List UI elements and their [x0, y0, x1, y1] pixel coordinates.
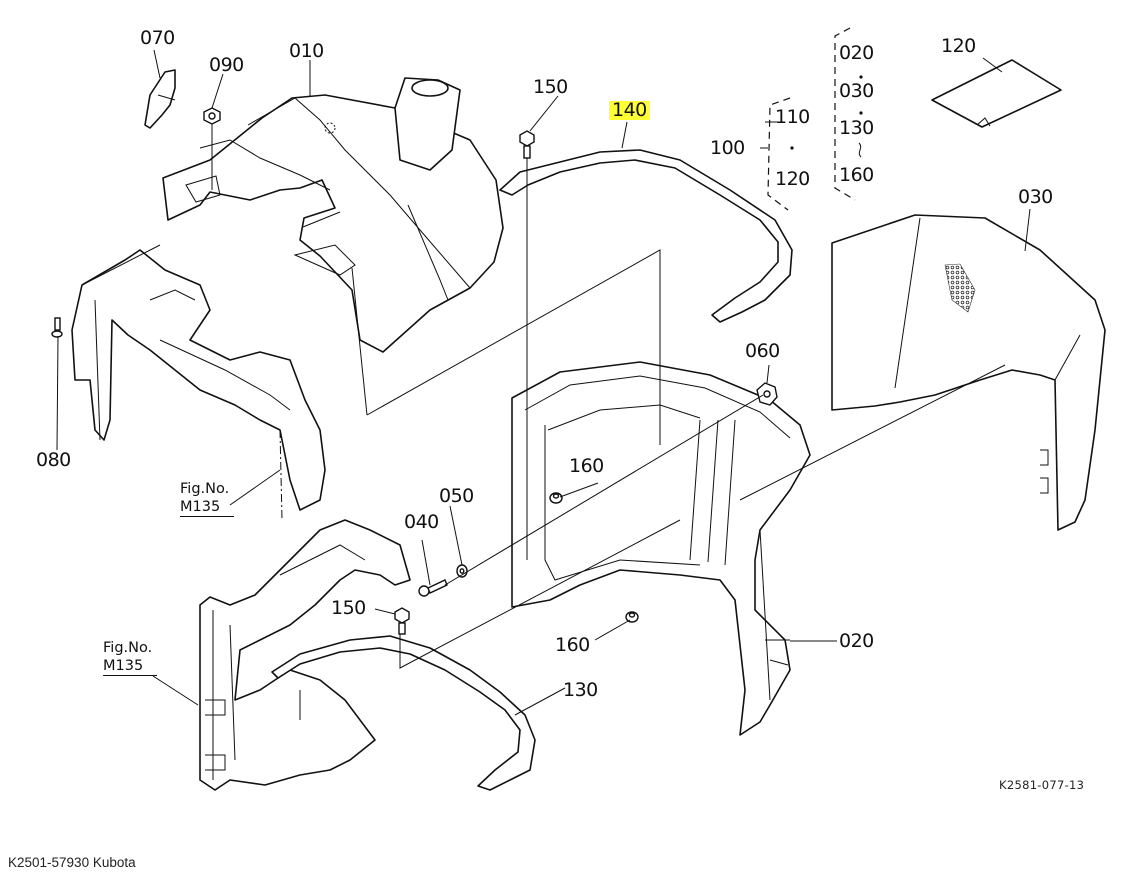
- assembly-group-brackets: [767, 27, 863, 211]
- callout-130: 130: [563, 679, 598, 701]
- part-160-grommet-upper: [549, 492, 563, 504]
- callout-100: 100: [710, 137, 745, 159]
- callout-120-group: 120: [775, 168, 810, 190]
- part-090-nut: [203, 107, 221, 125]
- part-010-top-cover: [162, 77, 504, 353]
- callout-070: 070: [140, 27, 175, 49]
- callout-020: 020: [839, 630, 874, 652]
- figure-reference-upper[interactable]: Fig.No. M135: [180, 480, 235, 518]
- callout-140-highlighted: 140: [609, 101, 650, 120]
- part-030-side-panel: [831, 214, 1106, 531]
- part-140-upper-rail: [499, 149, 793, 323]
- callout-160-upper: 160: [569, 455, 604, 477]
- callout-040: 040: [404, 511, 439, 533]
- part-130-lower-rail: [271, 635, 536, 791]
- drawing-number: K2581-077-13: [999, 778, 1085, 792]
- callout-050: 050: [439, 485, 474, 507]
- part-040-screw: [418, 579, 448, 597]
- group-child-130: 130: [839, 117, 874, 139]
- figure-reference-lower[interactable]: Fig.No. M135: [103, 639, 158, 677]
- callout-160-lower: 160: [555, 634, 590, 656]
- callout-080: 080: [36, 449, 71, 471]
- group-child-160: 160: [839, 164, 874, 186]
- part-060-knob: [756, 382, 778, 406]
- leader-lines: [56, 49, 1031, 716]
- part-120-sheet: [931, 59, 1062, 128]
- callout-030: 030: [1018, 186, 1053, 208]
- part-080-screw: [51, 317, 63, 338]
- part-150-bolt-bottom: [394, 607, 410, 635]
- callout-090: 090: [209, 54, 244, 76]
- part-160-grommet-lower: [625, 611, 639, 623]
- figure-ref-label: Fig.No.: [103, 640, 153, 656]
- part-070-guard: [144, 69, 176, 129]
- figure-ref-label: Fig.No.: [180, 481, 230, 497]
- group-child-020: 020: [839, 42, 874, 64]
- callout-150-bottom: 150: [331, 597, 366, 619]
- frame-upper-left: [71, 249, 326, 521]
- figure-ref-number: M135: [180, 498, 235, 518]
- callout-110: 110: [775, 106, 810, 128]
- part-020-front-frame: [511, 361, 811, 736]
- part-150-bolt-top: [519, 130, 535, 159]
- callout-010: 010: [289, 40, 324, 62]
- footer-caption: K2501-57930 Kubota: [8, 855, 136, 870]
- callout-120-sheet: 120: [941, 35, 976, 57]
- callout-150-top: 150: [533, 76, 568, 98]
- frame-lower-left: [199, 519, 411, 791]
- callout-060: 060: [745, 340, 780, 362]
- figure-ref-number: M135: [103, 657, 158, 677]
- group-child-030: 030: [839, 80, 874, 102]
